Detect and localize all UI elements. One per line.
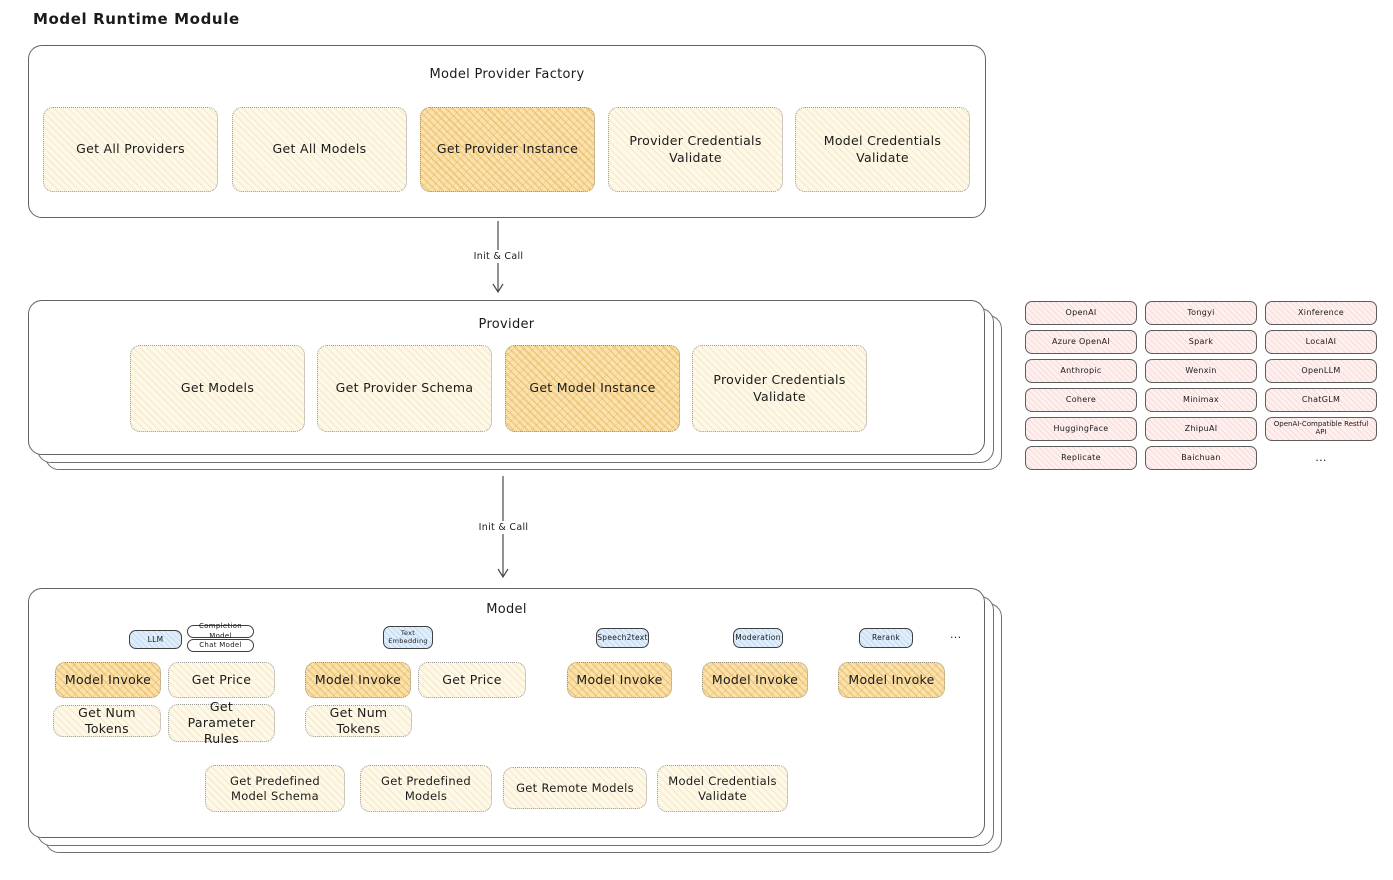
factory-box-provider-credentials-validate: Provider Credentials Validate xyxy=(608,107,783,192)
provider-cell-huggingface: HuggingFace xyxy=(1025,417,1137,441)
factory-box-get-provider-instance: Get Provider Instance xyxy=(420,107,595,192)
provider-cell-spark: Spark xyxy=(1145,330,1257,354)
text-embedding-model-invoke: Model Invoke xyxy=(305,662,411,698)
provider-cell-openai: OpenAI xyxy=(1025,301,1137,325)
provider-cell-cohere: Cohere xyxy=(1025,388,1137,412)
tag-moderation: Moderation xyxy=(733,628,783,648)
page-title: Model Runtime Module xyxy=(33,10,240,28)
factory-title: Model Provider Factory xyxy=(429,67,585,82)
model-get-remote-models: Get Remote Models xyxy=(503,767,647,809)
provider-cell-chatglm: ChatGLM xyxy=(1265,388,1377,412)
tag-completion-model: Completion Model xyxy=(187,622,254,640)
speech2text-model-invoke: Model Invoke xyxy=(567,662,672,698)
model-panel: Model LLM Completion Model Chat Model Te… xyxy=(28,588,1002,853)
model-get-predefined-model-schema: Get Predefined Model Schema xyxy=(205,765,345,812)
factory-box-model-credentials-validate: Model Credentials Validate xyxy=(795,107,970,192)
provider-cell-replicate: Replicate xyxy=(1025,446,1137,470)
provider-cell-xinference: Xinference xyxy=(1265,301,1377,325)
provider-cell-wenxin: Wenxin xyxy=(1145,359,1257,383)
model-tags-ellipsis: ... xyxy=(950,628,962,641)
tag-rerank: Rerank xyxy=(859,628,913,648)
factory-box-get-all-providers: Get All Providers xyxy=(43,107,218,192)
tag-chat-model: Chat Model xyxy=(187,639,254,652)
llm-model-invoke: Model Invoke xyxy=(55,662,161,698)
provider-box-get-provider-schema: Get Provider Schema xyxy=(317,345,492,432)
llm-get-num-tokens: Get Num Tokens xyxy=(53,705,161,737)
init-call-label-1: Init & Call xyxy=(471,250,526,263)
provider-cell-openllm: OpenLLM xyxy=(1265,359,1377,383)
provider-box-get-models: Get Models xyxy=(130,345,305,432)
model-title: Model xyxy=(486,602,527,617)
moderation-model-invoke: Model Invoke xyxy=(702,662,808,698)
provider-list: OpenAI Tongyi Xinference Azure OpenAI Sp… xyxy=(1025,301,1377,470)
provider-title: Provider xyxy=(478,317,535,332)
model-model-credentials-validate: Model Credentials Validate xyxy=(657,765,788,812)
factory-box-get-all-models: Get All Models xyxy=(232,107,407,192)
provider-cell-azure-openai: Azure OpenAI xyxy=(1025,330,1137,354)
init-call-label-2: Init & Call xyxy=(476,521,531,534)
provider-cell-anthropic: Anthropic xyxy=(1025,359,1137,383)
provider-cell-localai: LocalAI xyxy=(1265,330,1377,354)
rerank-model-invoke: Model Invoke xyxy=(838,662,945,698)
factory-panel: Model Provider Factory Get All Providers… xyxy=(28,45,986,218)
model-get-predefined-models: Get Predefined Models xyxy=(360,765,492,812)
tag-llm: LLM xyxy=(129,630,182,649)
tag-text-embedding: Text Embedding xyxy=(383,626,433,649)
provider-box-provider-credentials-validate: Provider Credentials Validate xyxy=(692,345,867,432)
provider-cell-openai-compatible: OpenAI-Compatible Restful API xyxy=(1265,417,1377,441)
provider-list-ellipsis: ... xyxy=(1315,450,1327,464)
provider-box-get-model-instance: Get Model Instance xyxy=(505,345,680,432)
provider-cell-minimax: Minimax xyxy=(1145,388,1257,412)
provider-panel: Provider Get Models Get Provider Schema … xyxy=(28,300,1002,470)
llm-get-parameter-rules: Get Parameter Rules xyxy=(168,699,275,746)
llm-get-price: Get Price xyxy=(168,662,275,698)
provider-cell-tongyi: Tongyi xyxy=(1145,301,1257,325)
text-embedding-get-num-tokens: Get Num Tokens xyxy=(305,705,412,737)
tag-speech2text: Speech2text xyxy=(596,628,649,648)
text-embedding-get-price: Get Price xyxy=(418,662,526,698)
provider-cell-baichuan: Baichuan xyxy=(1145,446,1257,470)
provider-cell-zhipuai: ZhipuAI xyxy=(1145,417,1257,441)
